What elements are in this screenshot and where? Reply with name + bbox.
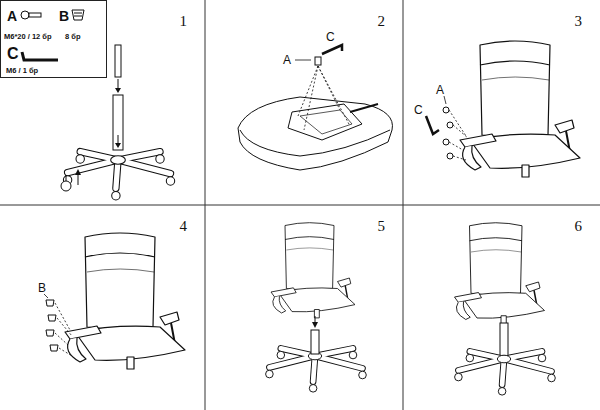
legend-text: B [59, 9, 69, 23]
part-label: C [326, 31, 335, 43]
step-panel: 3 [403, 0, 600, 205]
legend-text: C [7, 46, 19, 62]
step-number: 5 [378, 219, 386, 234]
legend-text: M6 / 1 бр [6, 67, 38, 75]
step-panel: 4 [0, 205, 205, 410]
step-number: 4 [180, 219, 188, 234]
part-label: B [38, 282, 46, 294]
base-and-cylinder [61, 45, 175, 200]
step-number: 1 [180, 14, 188, 29]
part-label: A [436, 84, 444, 96]
part-label: A [283, 54, 291, 66]
step-number: 3 [575, 14, 583, 29]
chair-armrest-fixing [426, 41, 580, 177]
legend-text: M6*20 / 12 бр [4, 33, 52, 41]
step-panel: 2 [205, 0, 403, 205]
step-panel: 1 A M6*20 / 12 бр B 8 бр C M6 / 1 бр [0, 0, 205, 205]
step-number: 2 [378, 14, 386, 29]
legend-text: 8 бр [65, 33, 80, 41]
seat-underside [238, 45, 392, 170]
part-label: C [414, 104, 423, 116]
legend-text: A [7, 9, 17, 23]
assembled-chair [455, 223, 556, 395]
chair-on-base [266, 223, 367, 392]
step-number: 6 [575, 219, 583, 234]
hardware-legend: A M6*20 / 12 бр B 8 бр C M6 / 1 бр [0, 0, 107, 78]
chair-cap-fitting [44, 233, 185, 369]
step-panel: 5 [205, 205, 403, 410]
step-panel: 6 [403, 205, 600, 410]
